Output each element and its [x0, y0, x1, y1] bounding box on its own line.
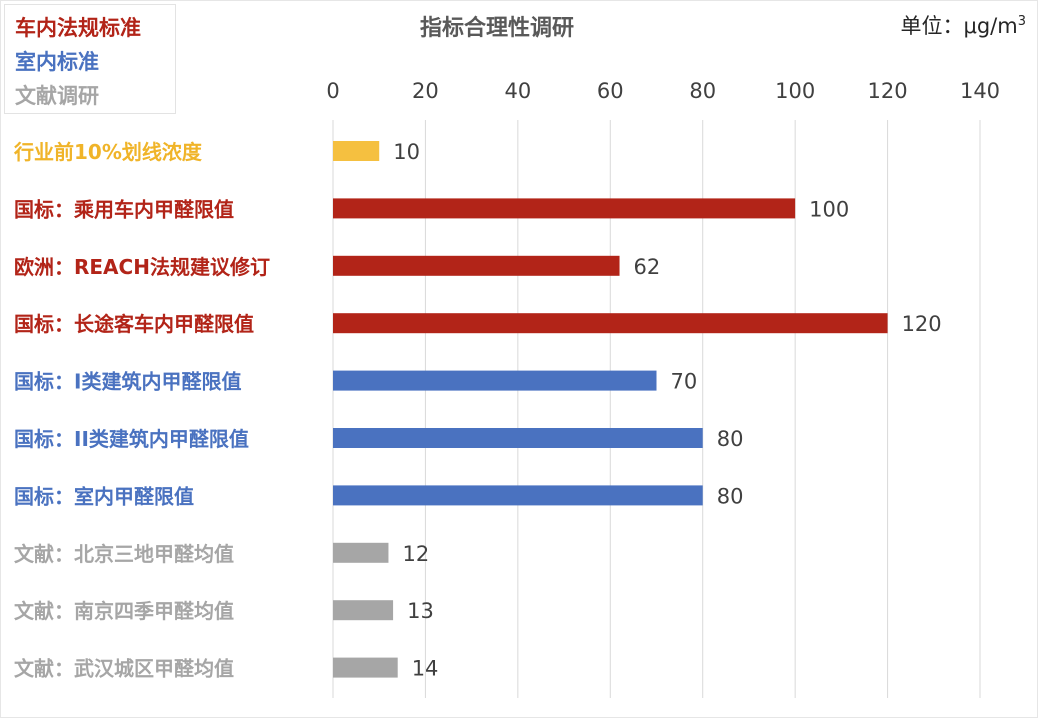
tick-label: 80 — [689, 79, 716, 103]
bar — [333, 198, 796, 219]
tick-label: 120 — [868, 79, 908, 103]
tick-label: 100 — [775, 79, 815, 103]
category-label: 文献：武汉城区甲醛均值 — [14, 657, 234, 681]
value-label: 120 — [902, 312, 942, 336]
category-label: 行业前10%划线浓度 — [13, 140, 203, 164]
tick-label: 140 — [960, 79, 1000, 103]
bar — [333, 657, 398, 678]
bar — [333, 485, 703, 506]
tick-label: 40 — [504, 79, 531, 103]
bar — [333, 313, 888, 334]
value-label: 70 — [671, 370, 698, 394]
legend-item-literature: 文献调研 — [15, 84, 99, 108]
category-label: 文献：北京三地甲醛均值 — [14, 542, 234, 566]
value-label: 100 — [809, 197, 849, 221]
value-label: 80 — [717, 484, 744, 508]
bar — [333, 428, 703, 448]
category-label: 国标：室内甲醛限值 — [14, 484, 194, 508]
category-label: 欧洲：REACH法规建议修订 — [14, 255, 270, 279]
bar — [333, 542, 389, 563]
value-label: 80 — [717, 427, 744, 451]
legend-item-vehicle-standard: 车内法规标准 — [15, 16, 141, 40]
bar — [333, 600, 394, 621]
legend: 车内法规标准 室内标准 文献调研 — [4, 4, 176, 114]
unit-text: 单位：μg/m — [900, 14, 1018, 38]
tick-label: 20 — [412, 79, 439, 103]
category-label: 国标：长途客车内甲醛限值 — [14, 312, 254, 336]
category-label: 国标：I类建筑内甲醛限值 — [14, 370, 241, 394]
category-label: 国标：II类建筑内甲醛限值 — [14, 427, 249, 451]
bar — [333, 141, 380, 161]
bar — [333, 370, 657, 391]
value-label: 13 — [407, 599, 434, 623]
value-label: 62 — [634, 255, 661, 279]
value-label: 14 — [412, 657, 439, 681]
category-label: 国标：乘用车内甲醛限值 — [14, 197, 234, 221]
unit-superscript: 3 — [1017, 14, 1026, 29]
value-label: 10 — [393, 140, 420, 164]
bar — [333, 255, 620, 276]
legend-item-indoor-standard: 室内标准 — [15, 50, 99, 74]
unit-label: 单位：μg/m3 — [900, 10, 1026, 40]
tick-label: 60 — [597, 79, 624, 103]
value-label: 12 — [402, 542, 429, 566]
tick-label: 0 — [326, 79, 339, 103]
chart-title: 指标合理性调研 — [420, 16, 575, 41]
category-label: 文献：南京四季甲醛均值 — [14, 599, 234, 623]
